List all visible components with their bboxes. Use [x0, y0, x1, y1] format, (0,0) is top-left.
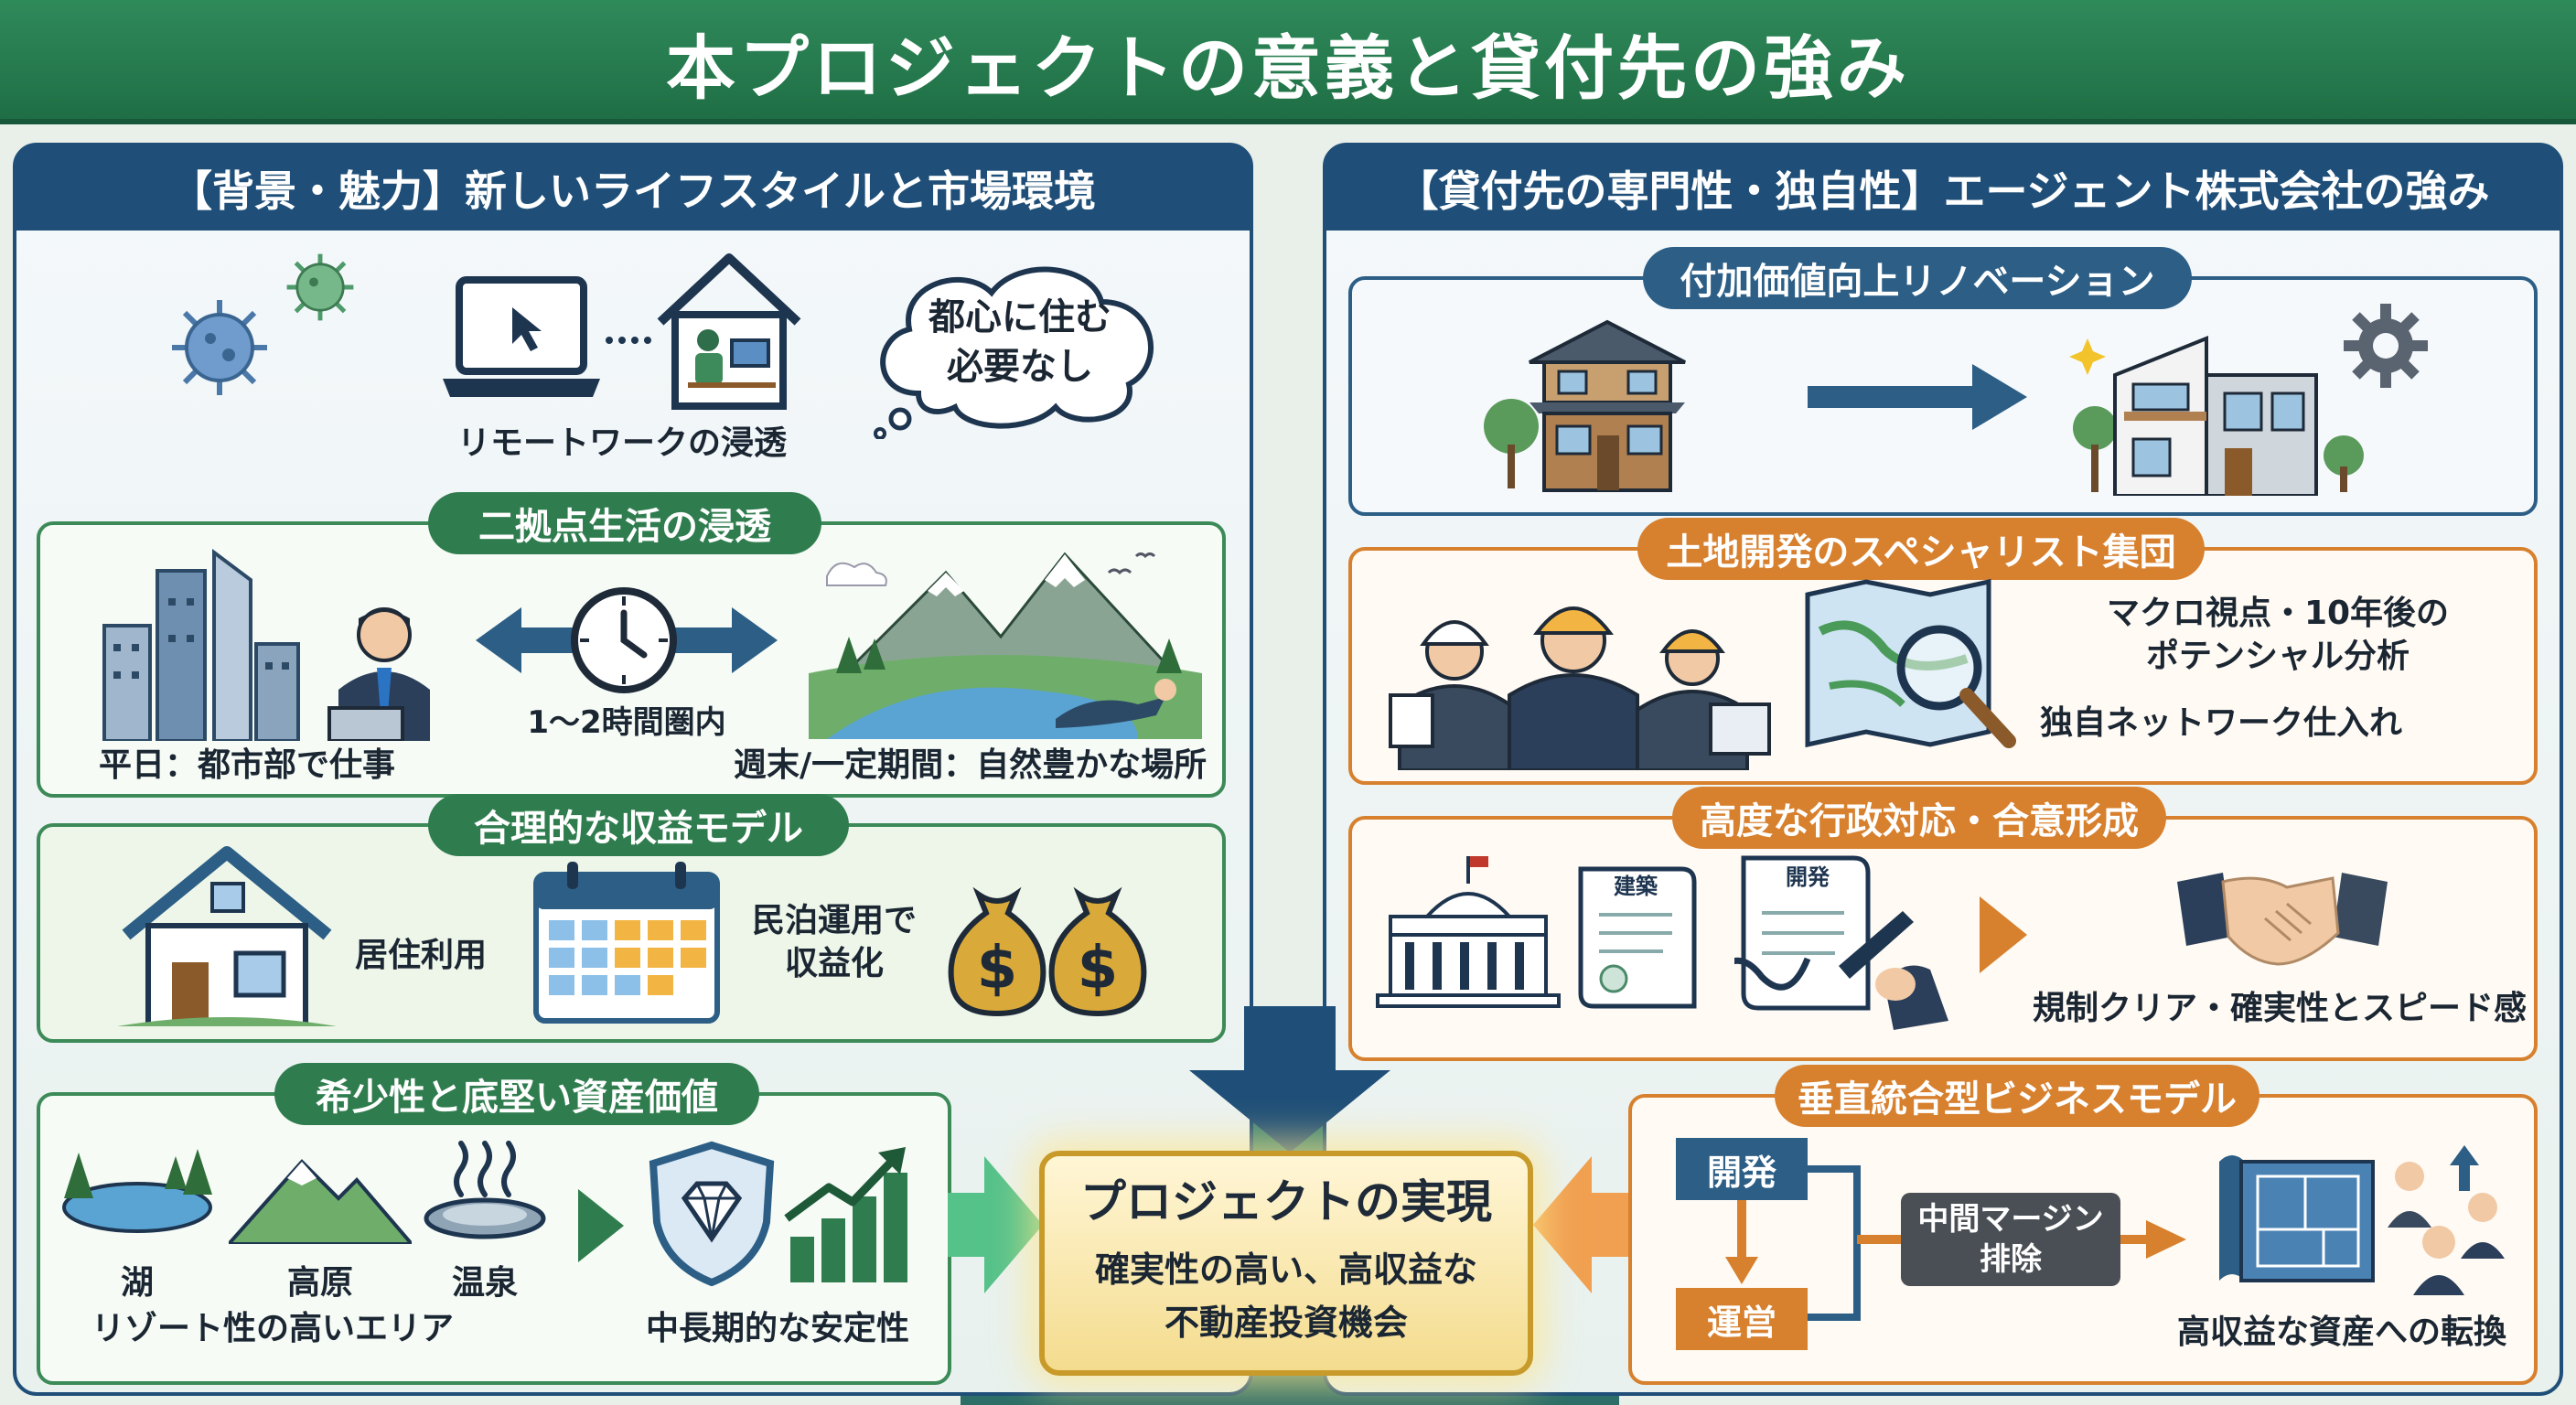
- development-tag: 開発: [1676, 1138, 1808, 1200]
- project-realization-title: プロジェクトの実現: [1080, 1175, 1492, 1228]
- page-title: 本プロジェクトの意義と貸付先の強み: [666, 27, 1910, 109]
- minpaku-label: 民泊運用で 収益化: [751, 902, 917, 982]
- resort-area-label: リゾート性の高いエリア: [91, 1310, 455, 1347]
- left-glow-arrow-icon: [948, 1156, 1043, 1293]
- home-office-icon: [657, 253, 801, 410]
- travel-time-label: 1〜2時間圏内: [527, 704, 726, 741]
- right-chevron-icon: [578, 1189, 624, 1262]
- bubble-text: 都心に住む 必要なし: [928, 296, 1111, 388]
- weekend-label: 週末/一定期間：自然豊かな場所: [734, 746, 1208, 784]
- project-realization-line2: 不動産投資機会: [1164, 1303, 1408, 1343]
- calendar-icon: [533, 862, 720, 1024]
- svg-text:$: $: [1078, 935, 1119, 1003]
- scarcity-pill: 希少性と底堅い資産価値: [274, 1063, 759, 1125]
- right-arrow-icon: [1808, 364, 2027, 430]
- people-growth-icon: [2388, 1145, 2505, 1295]
- modern-house-icon: [2069, 336, 2364, 496]
- weekday-label: 平日：都市部で仕事: [99, 746, 396, 784]
- admin-pill: 高度な行政対応・合意形成: [1672, 787, 2166, 849]
- project-realization-box: [1039, 1151, 1533, 1376]
- onsen-label: 温泉: [451, 1264, 518, 1302]
- document-scroll-icon: [1578, 866, 1697, 1009]
- thought-bubble: [874, 266, 1154, 439]
- clock-icon: [571, 587, 677, 693]
- down-arrow-icon: [1189, 1006, 1390, 1153]
- right-column-header: 【貸付先の専門性・独自性】エージェント株式会社の強み: [1326, 146, 2560, 231]
- macro-analysis-label: マクロ視点・10年後の ポテンシャル分析: [2106, 595, 2450, 675]
- highland-mountain-icon: [229, 1159, 412, 1244]
- laptop-icon: [443, 276, 600, 397]
- hot-spring-icon: [424, 1141, 546, 1239]
- gear-icon: [2344, 304, 2428, 388]
- title-bar: [0, 0, 2576, 124]
- regulation-clear-label: 規制クリア・確実性とスピード感: [2033, 990, 2528, 1027]
- revenue-pill: 合理的な収益モデル: [428, 794, 849, 856]
- right-chevron-icon: [1980, 896, 2027, 973]
- project-realization-line1: 確実性の高い、高収益な: [1094, 1249, 1477, 1290]
- handshake-icon: [2177, 873, 2388, 966]
- dual-life-pill: 二拠点生活の浸透: [428, 492, 821, 554]
- margin-elimination-box: 中間マージン 排除: [1901, 1193, 2120, 1286]
- network-label: 独自ネットワーク仕入れ: [2040, 704, 2403, 742]
- diamond-shield-icon: [649, 1141, 775, 1286]
- document-development-label: 開発: [1786, 864, 1830, 890]
- growth-chart-icon: [784, 1147, 907, 1282]
- left-column-header: 【背景・魅力】新しいライフスタイルと市場環境: [16, 146, 1250, 231]
- highland-label: 高原: [286, 1264, 353, 1302]
- money-bag-icon: $ $: [948, 886, 1147, 1017]
- right-glow-arrow-icon: [1533, 1156, 1628, 1293]
- vertical-pill: 垂直統合型ビジネスモデル: [1775, 1065, 2259, 1127]
- virus-icon: [286, 253, 354, 321]
- renovation-pill: 付加価値向上リノベーション: [1643, 247, 2192, 309]
- old-house-icon: [1484, 319, 1686, 492]
- document-building-label: 建築: [1614, 874, 1658, 899]
- remote-work-caption: リモートワークの浸透: [456, 424, 787, 462]
- dotted-connector: [606, 337, 651, 344]
- high-yield-asset-label: 高収益な資産への転換: [2177, 1314, 2507, 1351]
- businessman-laptop-icon: [327, 607, 430, 741]
- lake-icon: [62, 1149, 212, 1233]
- government-building-icon: [1376, 856, 1561, 1008]
- stability-label: 中長期的な安定性: [645, 1310, 909, 1347]
- specialist-pill: 土地開発のスペシャリスト集団: [1637, 518, 2205, 580]
- virus-icon: [172, 300, 267, 395]
- nature-landscape-icon: [809, 552, 1202, 739]
- lake-label: 湖: [120, 1264, 154, 1302]
- blueprint-icon: [2219, 1155, 2375, 1282]
- map-magnifier-icon: [1805, 578, 2016, 748]
- construction-team-icon: [1389, 606, 1771, 770]
- document-contract-icon: [1734, 855, 1871, 1011]
- operation-tag: 運営: [1676, 1288, 1808, 1350]
- residence-label: 居住利用: [355, 937, 488, 974]
- city-buildings-icon: [102, 549, 300, 741]
- pen-hand-icon: [1839, 911, 1948, 1030]
- house-icon: [117, 846, 337, 1026]
- svg-text:$: $: [977, 935, 1018, 1003]
